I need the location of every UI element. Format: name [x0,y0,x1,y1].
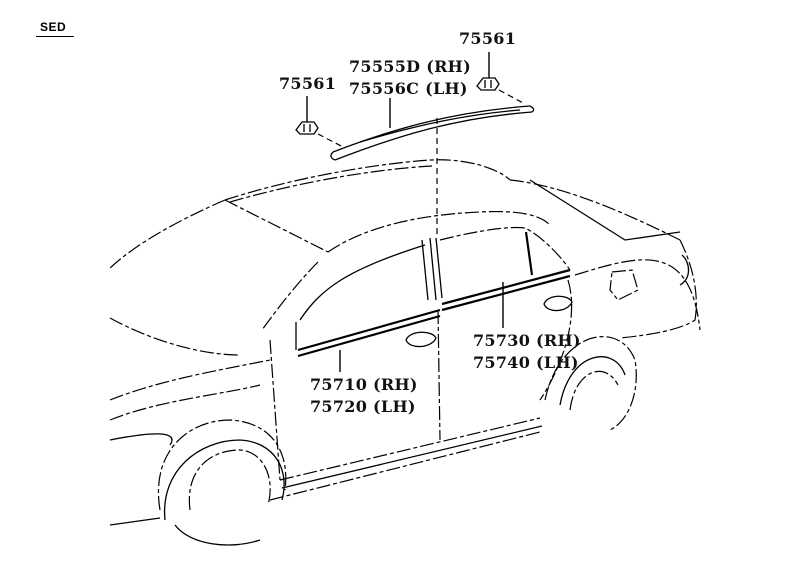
label-roof-moulding-rh[interactable]: 75555D (RH) [349,57,471,76]
label-rear-belt-rh[interactable]: 75730 (RH) [473,331,581,350]
label-front-belt-rh[interactable]: 75710 (RH) [310,375,418,394]
roof-moulding-part [330,105,535,161]
label-front-belt-lh[interactable]: 75720 (LH) [310,397,416,416]
label-rear-belt-lh[interactable]: 75740 (LH) [473,353,579,372]
variant-label: SED [40,20,67,34]
clip-right-icon [476,77,500,91]
variant-underline [36,36,74,37]
label-clip-left[interactable]: 75561 [279,74,337,93]
label-clip-right[interactable]: 75561 [459,29,517,48]
clip-left-icon [295,121,319,135]
label-roof-moulding-lh[interactable]: 75556C (LH) [349,79,468,98]
